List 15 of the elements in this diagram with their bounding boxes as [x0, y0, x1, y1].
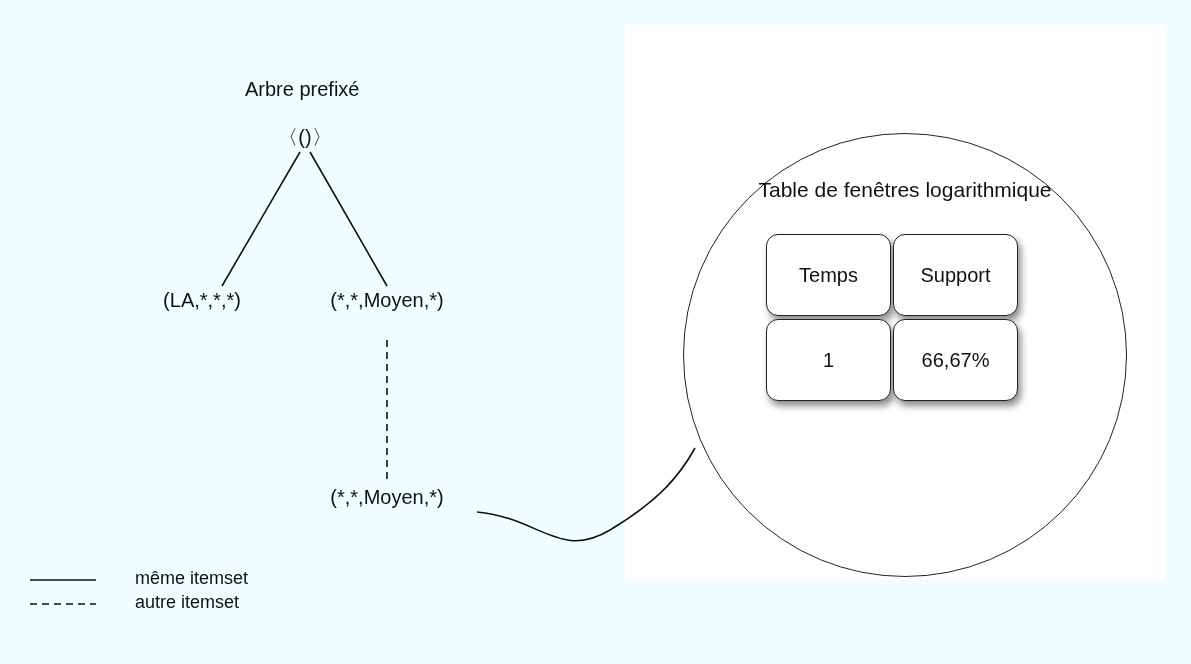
table-cell: 66,67% [893, 319, 1018, 401]
callout-line [476, 447, 696, 542]
table-cell: Support [893, 234, 1018, 316]
tree-node-label: (*,*,Moyen,*) [297, 483, 477, 511]
title: Arbre prefixé [245, 78, 360, 101]
tree-node-label: (*,*,Moyen,*) [297, 286, 477, 314]
table-cell: 1 [766, 319, 891, 401]
table-cell: Temps [766, 234, 891, 316]
tree-edge [309, 151, 388, 287]
legend-label: même itemset [135, 568, 249, 589]
table-title: Table de fenêtres logarithmique [758, 178, 1052, 202]
tree-node-label: 〈()〉 [280, 122, 330, 152]
tree-node-label: (LA,*,*,*) [140, 286, 264, 314]
tree-edge [221, 151, 301, 287]
legend-label: autre itemset [135, 592, 240, 613]
